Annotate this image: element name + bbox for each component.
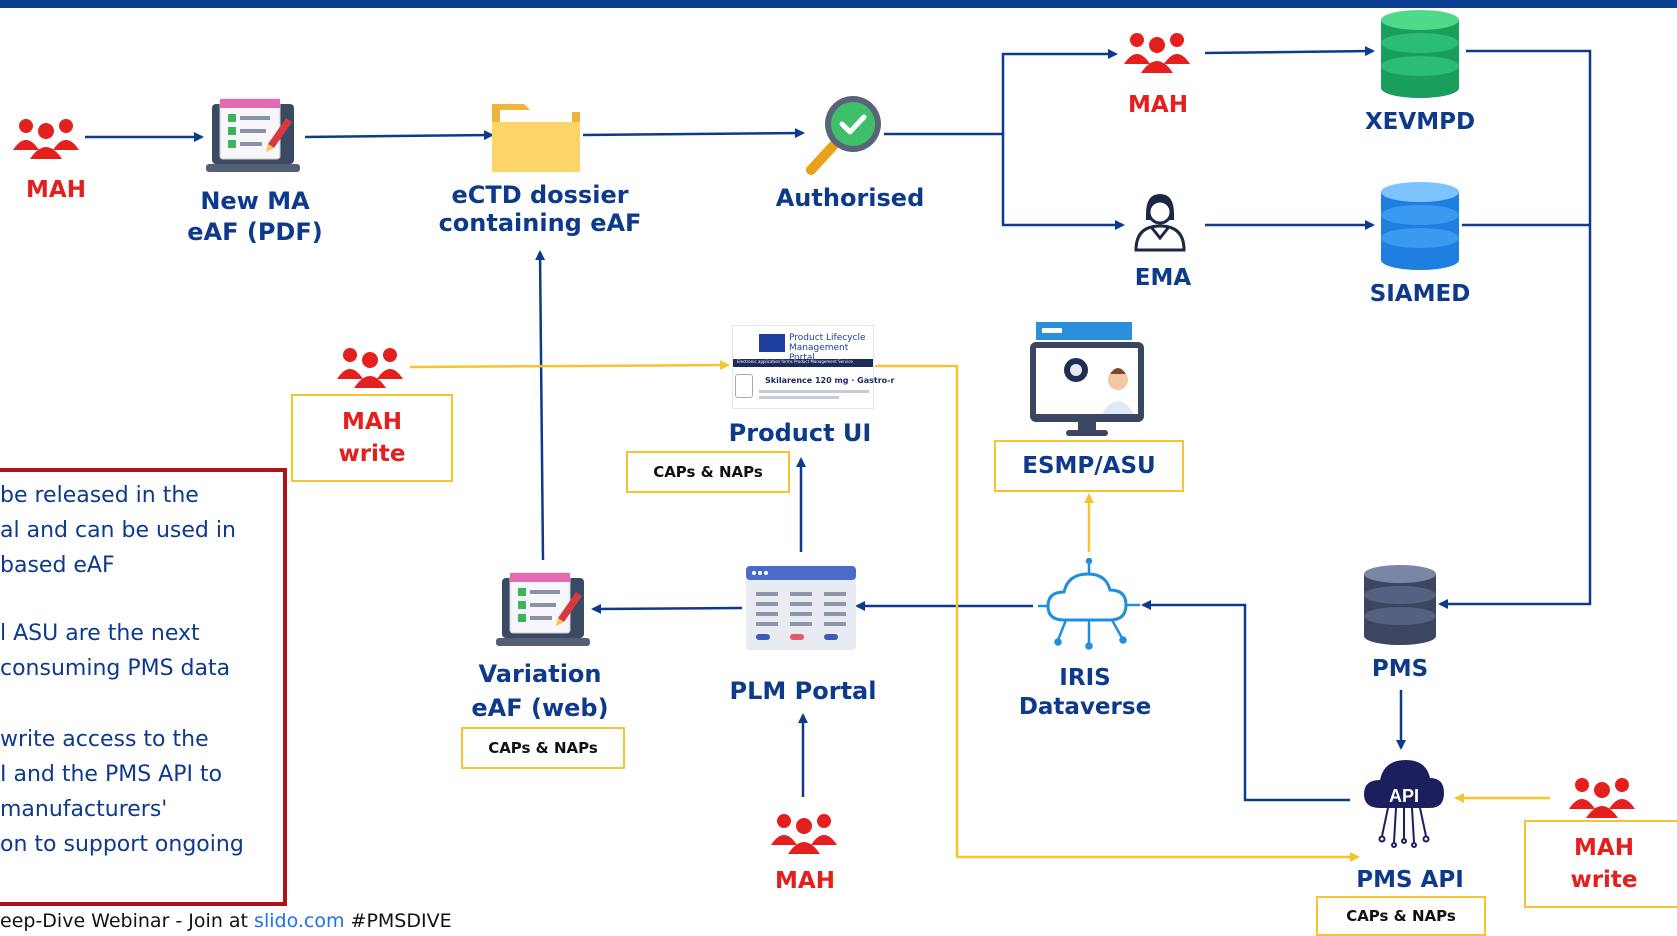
mah-left-label: MAH <box>26 177 86 203</box>
folder-icon <box>492 104 580 172</box>
users-icon <box>13 119 79 159</box>
arrow-mah-top-to-xevmpd <box>1204 46 1375 57</box>
variation-label: Variation eAF (web) <box>450 658 630 725</box>
iris-line1: IRIS <box>1059 665 1111 691</box>
plm-portal-label: PLM Portal <box>729 677 877 705</box>
magnifier-check-icon <box>806 96 881 175</box>
arrow-authorised-to-ema <box>1001 134 1125 230</box>
laptop-form-icon <box>206 98 300 172</box>
product-ui-label: Product UI <box>728 419 872 447</box>
database-slate-icon <box>1364 565 1436 645</box>
note-line: I and the PMS API to <box>0 762 223 787</box>
mah-bottom-label: MAH <box>775 868 835 894</box>
variation-line2: eAF (web) <box>471 693 609 722</box>
footer-prefix: eep-Dive Webinar - Join at <box>0 910 255 932</box>
mah-write-right-line2: write <box>1570 867 1638 893</box>
plm-navbar <box>733 359 873 367</box>
users-icon <box>1569 778 1635 818</box>
note-line: al and can be used in <box>0 518 236 543</box>
top-banner <box>0 0 1677 8</box>
users-icon <box>337 348 403 388</box>
arrow-xevmpd-to-pms <box>1438 49 1592 609</box>
footer-text: eep-Dive Webinar - Join at slido.com #PM… <box>0 910 452 932</box>
new-ma-label: New MA eAF (PDF) <box>170 186 340 248</box>
slido-link[interactable]: slido.com <box>254 910 345 932</box>
monitor-doctor-icon <box>1030 322 1144 436</box>
ectd-line1: eCTD dossier <box>451 181 629 209</box>
iris-label: IRIS Dataverse <box>1000 664 1170 722</box>
iris-line2: Dataverse <box>1018 693 1152 720</box>
mah-write-box: MAH write <box>291 394 453 482</box>
api-badge-text: API <box>1389 786 1419 806</box>
portal-window-icon <box>746 566 856 650</box>
note-line: based eAF <box>0 553 115 578</box>
arrow-variation-to-ectd <box>535 250 546 561</box>
users-icon <box>1124 33 1190 73</box>
ema-label: EMA <box>1134 265 1192 291</box>
pill-icon <box>735 374 753 398</box>
arrow-authorised-to-mah-top <box>884 49 1118 136</box>
variation-tag: CAPs & NAPs <box>461 727 625 769</box>
new-ma-line1: New MA <box>200 187 310 215</box>
database-green-icon <box>1381 10 1459 98</box>
pms-api-tag: CAPs & NAPs <box>1316 896 1486 936</box>
xevmpd-label: XEVMPD <box>1364 109 1476 135</box>
arrow-ectd-to-authorised <box>582 128 805 139</box>
note-line: manufacturers' <box>0 797 168 822</box>
note-line: consuming PMS data <box>0 656 231 681</box>
variation-line1: Variation <box>478 660 602 688</box>
notes-box <box>0 468 287 906</box>
note-line: l ASU are the next <box>0 621 200 646</box>
mah-top-label: MAH <box>1128 92 1188 118</box>
siamed-label: SIAMED <box>1369 281 1471 307</box>
esmp-asu-box: ESMP/ASU <box>994 440 1184 492</box>
ectd-line2: containing eAF <box>438 208 642 237</box>
plm-text-line <box>759 396 839 399</box>
mah-write-line2: write <box>338 441 406 467</box>
pms-api-label: PMS API <box>1356 867 1464 893</box>
person-icon <box>1134 194 1186 252</box>
note-line: be released in the <box>0 483 199 508</box>
footer-hashtag: #PMSDIVE <box>344 910 452 932</box>
plm-text-line <box>759 390 869 393</box>
pms-label: PMS <box>1371 656 1429 682</box>
arrow-new-ma-to-ectd <box>304 130 494 141</box>
product-ui-tag: CAPs & NAPs <box>626 451 790 493</box>
note-line: on to support ongoing <box>0 832 244 857</box>
plm-nav-text: Electronic application forms Product Man… <box>737 359 853 364</box>
new-ma-line2: eAF (PDF) <box>187 218 323 247</box>
ectd-label: eCTD dossier containing eAF <box>420 181 660 237</box>
note-line: write access to the <box>0 727 209 752</box>
plm-product-name: Skilarence 120 mg · Gastro-r <box>765 376 895 385</box>
arrow-plm-to-variation <box>591 603 743 614</box>
mah-write-right-box: MAH write <box>1524 820 1677 908</box>
laptop-form-icon <box>496 572 590 646</box>
arrow-api-to-iris <box>1141 600 1350 802</box>
arrow-mah-write-to-product-ui <box>409 360 730 371</box>
users-icon <box>771 814 837 854</box>
api-cloud-icon: API <box>1364 760 1444 848</box>
database-blue-icon <box>1381 182 1459 270</box>
mah-write-right-line1: MAH <box>1574 834 1634 861</box>
cloud-network-icon <box>1038 558 1140 650</box>
authorised-label: Authorised <box>775 184 925 212</box>
mah-write-line1: MAH <box>342 408 402 435</box>
arrow-product-ui-to-pms-api <box>875 364 1360 862</box>
eu-flag-icon <box>759 334 785 352</box>
